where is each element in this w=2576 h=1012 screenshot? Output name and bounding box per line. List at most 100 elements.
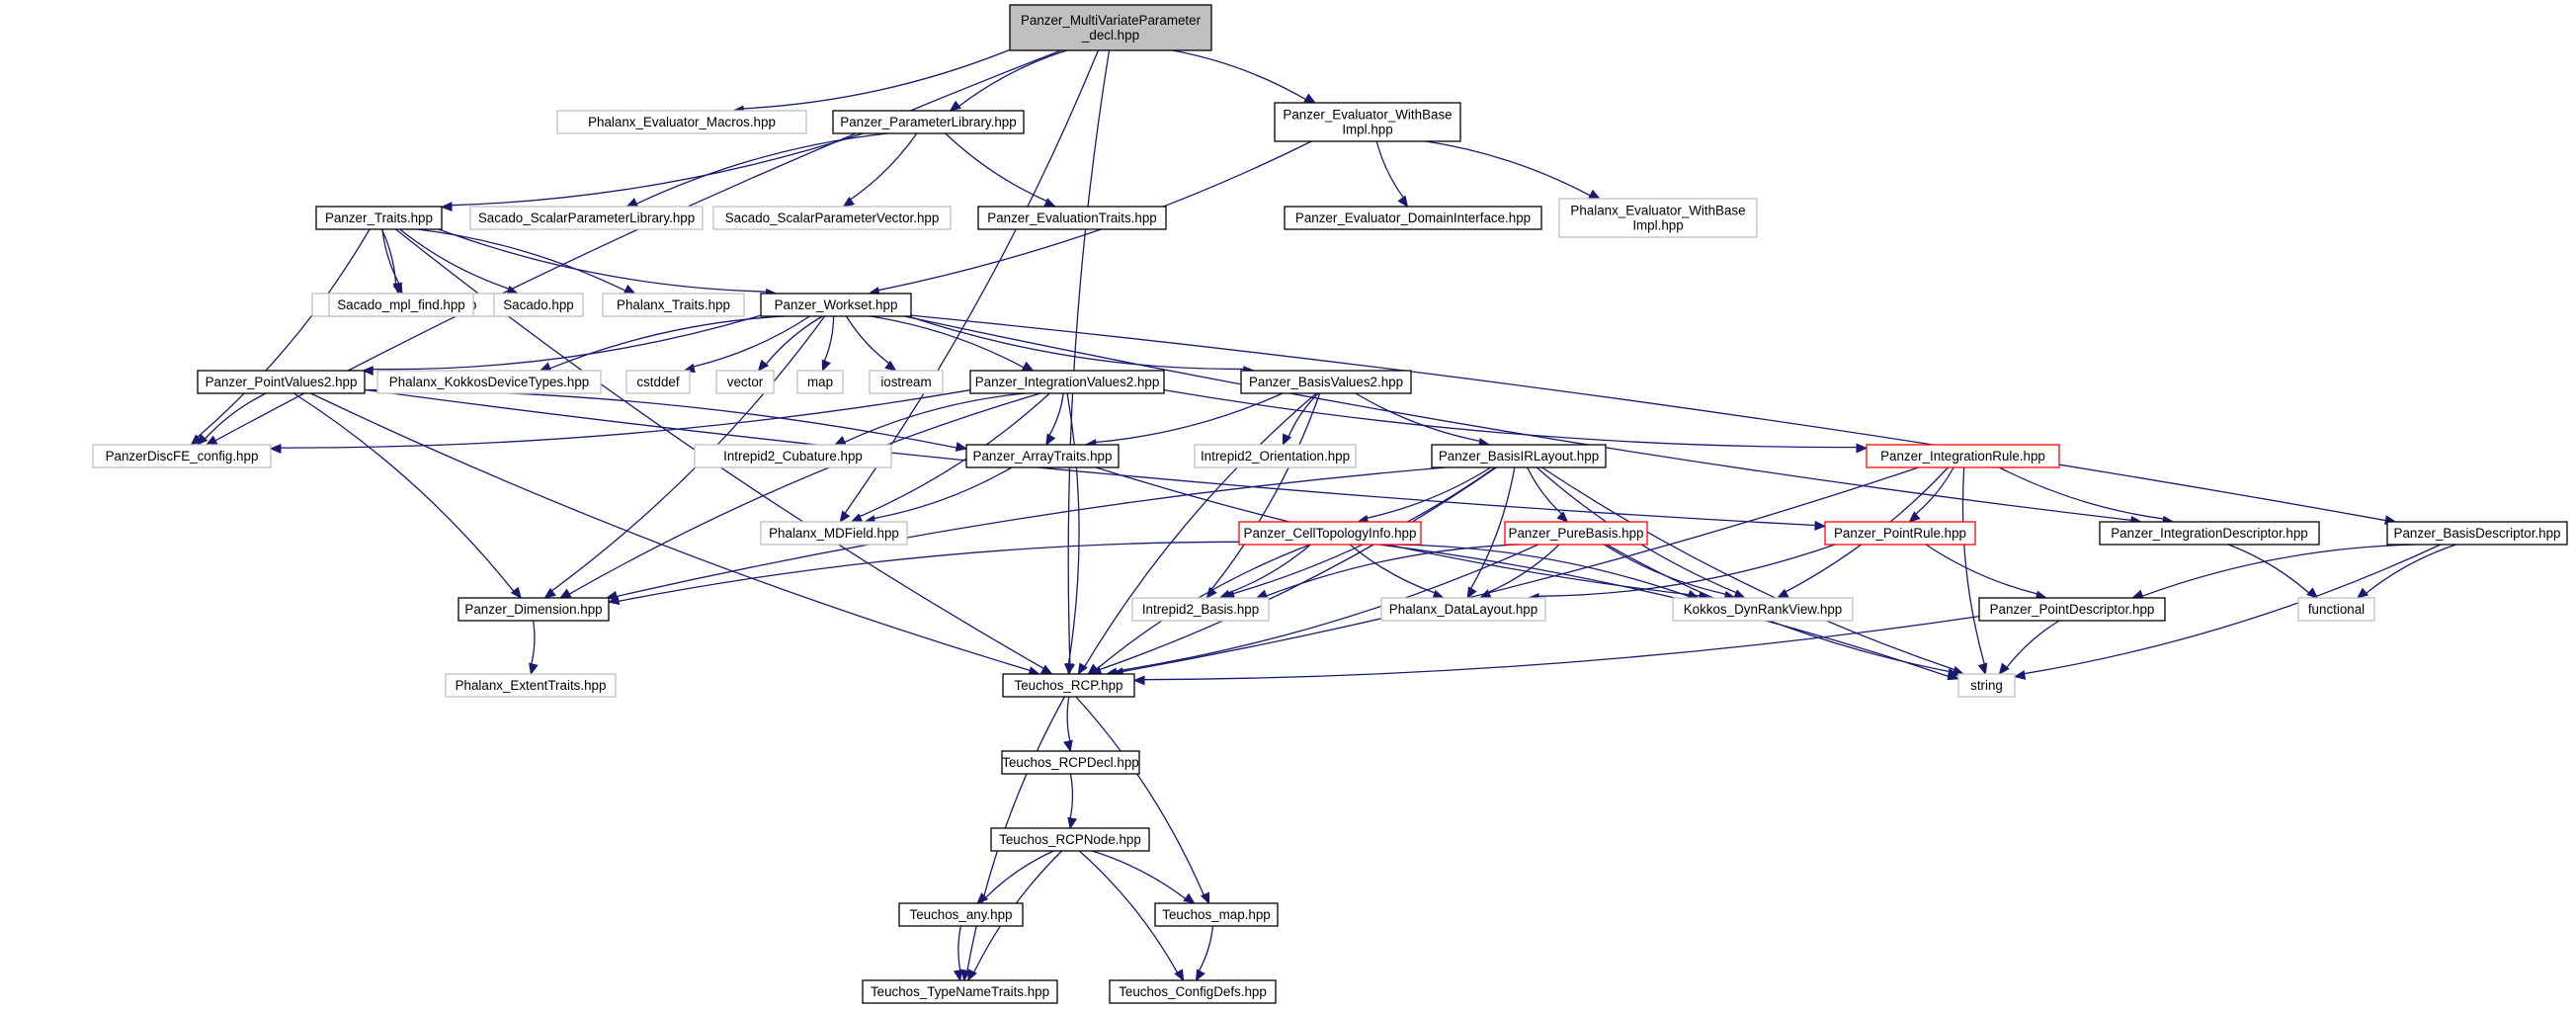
arrowhead-pointvalues2-to-discfe_config [196, 433, 208, 446]
node-tmap[interactable]: Teuchos_map.hpp [1154, 902, 1279, 927]
node-intvalues2[interactable]: Panzer_IntegrationValues2.hpp [969, 370, 1165, 394]
edge-basisir-to-datalayout [1470, 466, 1516, 589]
node-label-dynrank: Kokkos_DynRankView.hpp [1684, 602, 1843, 617]
node-box-param_lib[interactable] [832, 110, 1025, 134]
node-box-configdefs[interactable] [1109, 979, 1277, 1004]
edge-eval_withbase-to-phx_eval_withbase [1426, 140, 1591, 197]
node-any[interactable]: Teuchos_any.hpp [898, 902, 1024, 927]
arrowhead-basisir-to-purebasis [1556, 511, 1569, 523]
node-box-cubature [694, 444, 892, 468]
node-box-root[interactable] [1009, 4, 1212, 51]
node-box-rcpnode[interactable] [990, 827, 1150, 852]
edge-intrule-to-rcp [1122, 466, 1919, 673]
node-label-root: _decl.hpp [1081, 28, 1139, 42]
arrowhead-workset-to-map [821, 359, 831, 373]
node-box-workset[interactable] [760, 293, 912, 317]
node-box-pointvalues2[interactable] [197, 370, 366, 394]
node-box-eval_traits[interactable] [977, 206, 1167, 230]
node-eval_traits[interactable]: Panzer_EvaluationTraits.hpp [977, 206, 1167, 230]
arrowhead-rcp-to-tmap [1200, 891, 1210, 905]
arrowhead-rcpdecl-to-rcpnode [1067, 816, 1078, 830]
node-box-functional [2297, 597, 2375, 622]
arrowhead-basisvalues2-to-orientation [1282, 433, 1292, 447]
node-basisvalues2[interactable]: Panzer_BasisValues2.hpp [1240, 370, 1412, 394]
node-typename[interactable]: Teuchos_TypeNameTraits.hpp [862, 979, 1058, 1004]
edge-workset-to-basisdesc [910, 314, 2386, 522]
arrowhead-intvalues2-to-dimension [558, 588, 572, 599]
node-box-pointdesc[interactable] [1978, 597, 2166, 622]
node-rcpnode[interactable]: Teuchos_RCPNode.hpp [990, 827, 1150, 852]
edge-pointdesc-to-rcp [1143, 615, 1980, 681]
node-box-intdesc[interactable] [2099, 521, 2320, 546]
node-intrule[interactable]: Panzer_IntegrationRule.hpp [1866, 444, 2060, 468]
node-box-pointrule[interactable] [1824, 521, 1976, 546]
arrowhead-workset-to-dimension [543, 587, 556, 599]
edge-traits-to-discfe_config [197, 228, 371, 438]
node-basisir[interactable]: Panzer_BasisIRLayout.hpp [1431, 444, 1607, 468]
node-box-any[interactable] [898, 902, 1024, 927]
edge-workset-to-intdesc [904, 315, 2131, 522]
node-eval_domain[interactable]: Panzer_Evaluator_DomainInterface.hpp [1284, 206, 1542, 230]
node-traits[interactable]: Panzer_Traits.hpp [315, 206, 443, 230]
edge-traits-to-mpl_find [380, 228, 397, 285]
edge-intvalues2-to-cubature [844, 392, 1026, 443]
node-celltopo[interactable]: Panzer_CellTopologyInfo.hpp [1238, 521, 1422, 546]
node-i2basis: Intrepid2_Basis.hpp [1131, 597, 1270, 622]
node-pointrule[interactable]: Panzer_PointRule.hpp [1824, 521, 1976, 546]
node-label-cstddef: cstddef [636, 375, 679, 389]
node-box-intvalues2[interactable] [969, 370, 1165, 394]
edge-celltopo-to-string [1378, 544, 1950, 678]
node-box-traits[interactable] [315, 206, 443, 230]
edge-intrule-to-pointrule [1915, 466, 1954, 515]
arrowhead-pointvalues2-to-arraytraits [955, 442, 968, 452]
node-label-tmap: Teuchos_map.hpp [1162, 907, 1270, 922]
node-purebasis[interactable]: Panzer_PureBasis.hpp [1504, 521, 1648, 546]
node-param_lib[interactable]: Panzer_ParameterLibrary.hpp [832, 110, 1025, 134]
node-workset[interactable]: Panzer_Workset.hpp [760, 293, 912, 317]
node-box-map [796, 370, 844, 394]
node-pointvalues2[interactable]: Panzer_PointValues2.hpp [197, 370, 366, 394]
node-box-discfe_config [92, 444, 272, 468]
arrowhead-celltopo-to-dimension [607, 595, 621, 606]
node-box-vector [715, 370, 775, 394]
node-rcpdecl[interactable]: Teuchos_RCPDecl.hpp [1001, 750, 1140, 775]
node-box-arraytraits[interactable] [965, 444, 1120, 468]
node-box-rcpdecl[interactable] [1001, 750, 1140, 775]
node-label-typename: Teuchos_TypeNameTraits.hpp [871, 984, 1049, 999]
node-box-rcp[interactable] [1002, 673, 1135, 698]
node-box-eval_domain[interactable] [1284, 206, 1542, 230]
arrowhead-intdesc-to-functional [2306, 587, 2319, 599]
node-label-iostream: iostream [880, 375, 931, 389]
arrowhead-workset-to-vector [757, 359, 770, 373]
node-arraytraits[interactable]: Panzer_ArrayTraits.hpp [965, 444, 1120, 468]
node-box-basisvalues2[interactable] [1240, 370, 1412, 394]
node-box-intrule[interactable] [1866, 444, 2060, 468]
edge-pointvalues2-to-arraytraits [364, 389, 957, 449]
arrowhead-rcpnode-to-tmap [1183, 892, 1196, 904]
arrowhead-basisdesc-to-pointdesc [2130, 589, 2144, 600]
node-basisdesc[interactable]: Panzer_BasisDescriptor.hpp [2386, 521, 2568, 546]
node-rcp[interactable]: Teuchos_RCP.hpp [1002, 673, 1135, 698]
node-box-eval_withbase[interactable] [1274, 102, 1461, 142]
node-configdefs[interactable]: Teuchos_ConfigDefs.hpp [1109, 979, 1277, 1004]
node-box-purebasis[interactable] [1504, 521, 1648, 546]
node-iostream: iostream [869, 370, 944, 394]
node-box-celltopo[interactable] [1238, 521, 1422, 546]
node-box-basisdesc[interactable] [2386, 521, 2568, 546]
node-box-tmap[interactable] [1154, 902, 1279, 927]
node-sacado_spv: Sacado_ScalarParameterVector.hpp [712, 206, 952, 230]
node-label-dimension: Panzer_Dimension.hpp [464, 602, 602, 617]
node-root[interactable]: Panzer_MultiVariateParameter_decl.hpp [1009, 4, 1212, 51]
node-pointdesc[interactable]: Panzer_PointDescriptor.hpp [1978, 597, 2166, 622]
node-box-typename[interactable] [862, 979, 1058, 1004]
edge-pointvalues2-to-discfe_config [204, 392, 267, 440]
arrowhead-root-to-param_lib [949, 100, 962, 112]
arrowhead-intvalues2-to-rcp [1065, 662, 1076, 676]
node-intdesc[interactable]: Panzer_IntegrationDescriptor.hpp [2099, 521, 2320, 546]
node-dimension[interactable]: Panzer_Dimension.hpp [457, 597, 610, 622]
node-box-dimension[interactable] [457, 597, 610, 622]
node-box-basisir[interactable] [1431, 444, 1607, 468]
node-label-arraytraits: Panzer_ArrayTraits.hpp [973, 449, 1113, 464]
node-label-sacado: Sacado.hpp [503, 297, 573, 312]
